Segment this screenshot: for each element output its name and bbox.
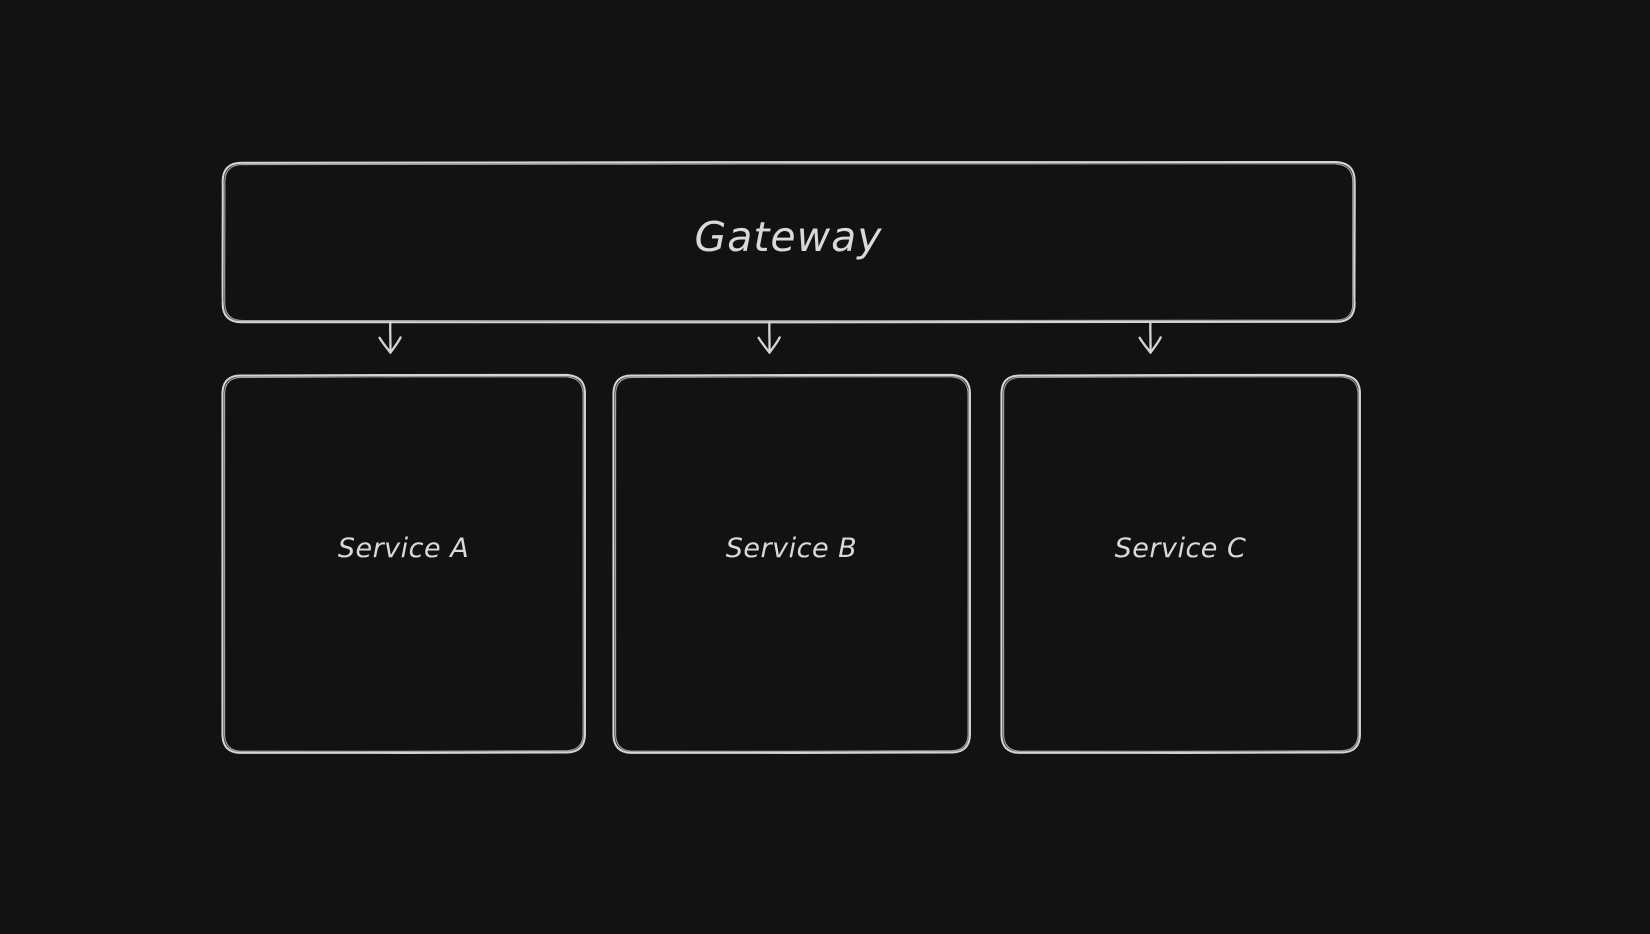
node-service-b-label: Service B (725, 533, 858, 564)
node-service-c-label: Service C (1114, 533, 1247, 564)
node-service-a-label: Service A (337, 533, 470, 564)
node-service-b-shape[interactable] (612, 373, 972, 755)
node-gateway-shape[interactable] (221, 160, 1356, 324)
edge-gateway-service-b[interactable] (757, 320, 781, 354)
node-service-a-shape[interactable] (221, 373, 587, 755)
node-service-c-shape[interactable] (1000, 373, 1362, 755)
edge-gateway-service-c[interactable] (1138, 320, 1162, 354)
edge-gateway-service-a[interactable] (378, 320, 402, 354)
node-gateway-label: Gateway (694, 213, 883, 261)
